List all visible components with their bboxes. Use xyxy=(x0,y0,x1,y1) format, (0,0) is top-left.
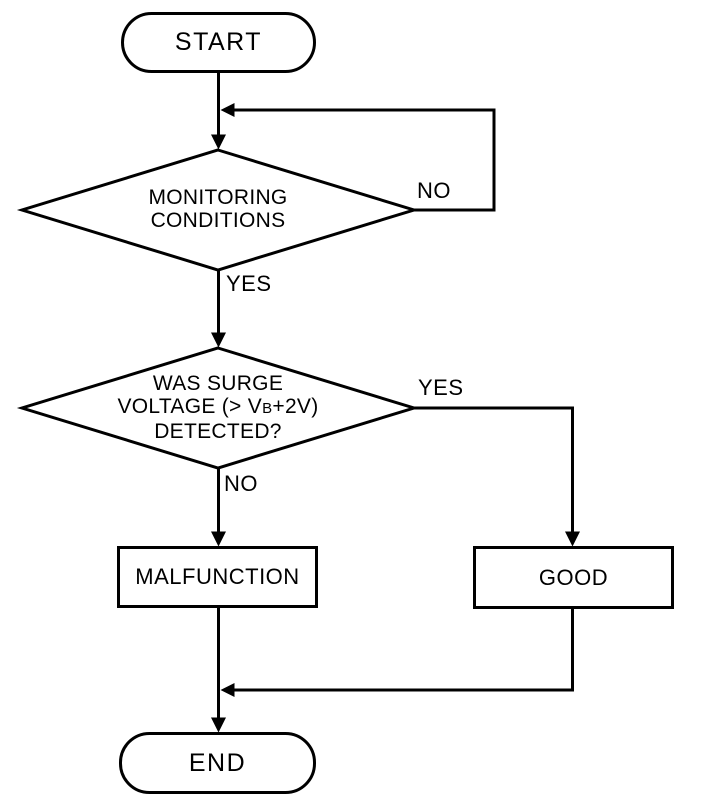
connector-surge-yes-to-good xyxy=(414,406,574,533)
monitoring-yes-edge-label: YES xyxy=(226,271,272,296)
connector-good-to-merge xyxy=(233,608,574,692)
end-node-label: END xyxy=(188,748,247,777)
arrowhead-into-surge xyxy=(211,332,226,348)
arrowhead-into-good xyxy=(565,531,580,547)
surge-decision-line2-subscript: B xyxy=(262,400,273,417)
monitoring-decision-line1: MONITORING xyxy=(148,186,288,209)
arrowhead-into-monitoring xyxy=(211,134,226,150)
start-node-label: START xyxy=(174,28,263,56)
arrowhead-into-malfunction xyxy=(211,531,226,547)
monitoring-no-edge-label: NO xyxy=(417,178,451,203)
start-terminator-shape xyxy=(121,12,316,73)
surge-decision-line2-suffix: +2V) xyxy=(272,395,319,418)
monitoring-decision-line2: CONDITIONS xyxy=(150,209,286,232)
surge-decision-line2: VOLTAGE (> VB+2V) xyxy=(117,395,318,420)
surge-decision-label: WAS SURGE VOLTAGE (> VB+2V) DETECTED? xyxy=(22,372,414,443)
surge-yes-edge-label: YES xyxy=(418,375,464,400)
monitoring-decision-label: MONITORING CONDITIONS xyxy=(22,186,414,232)
good-node-label: GOOD xyxy=(538,564,609,590)
arrowhead-loop-junction xyxy=(220,103,235,117)
malfunction-node-label: MALFUNCTION xyxy=(135,564,300,589)
surge-no-edge-label: NO xyxy=(224,471,258,496)
end-terminator-shape xyxy=(119,732,316,794)
arrowhead-into-end xyxy=(211,717,226,733)
arrowhead-merge-junction xyxy=(220,683,235,697)
good-process-shape xyxy=(473,546,674,609)
surge-decision-line3: DETECTED? xyxy=(154,420,282,443)
surge-decision-line1: WAS SURGE xyxy=(152,372,284,395)
connector-monitoring-no-loop xyxy=(233,108,496,212)
malfunction-process-shape xyxy=(117,546,318,608)
surge-decision-line2-prefix: VOLTAGE (> V xyxy=(117,395,263,418)
